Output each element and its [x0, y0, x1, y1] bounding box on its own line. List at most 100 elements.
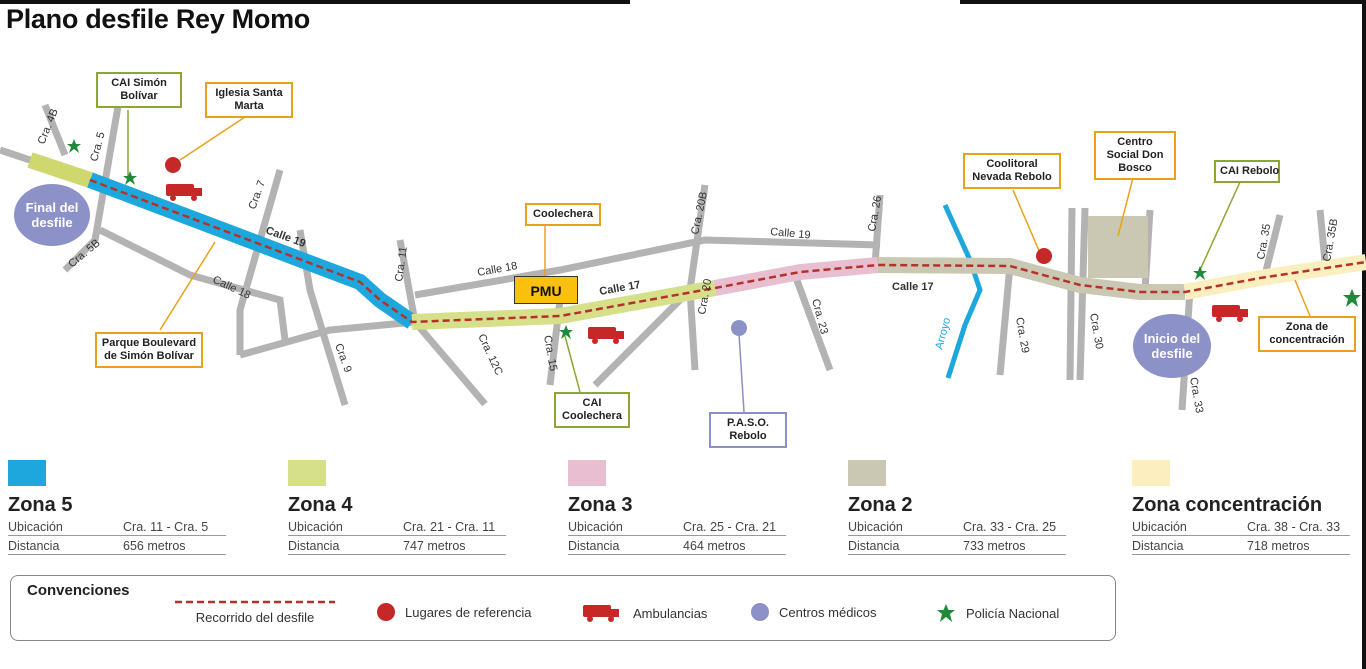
zone-swatch	[288, 460, 326, 486]
conventions-title: Convenciones	[27, 582, 130, 599]
zone-location-row: Ubicación Cra. 21 - Cra. 11	[288, 520, 506, 536]
red-dot-icon	[377, 603, 395, 621]
police-star-icon	[559, 325, 573, 339]
zone-location-value: Cra. 25 - Cra. 21	[683, 520, 777, 534]
callout-paso-rebolo: P.A.S.O. Rebolo	[709, 412, 787, 448]
zone-distance-value: 733 metros	[963, 539, 1026, 553]
callout-iglesia-santa-marta: Iglesia Santa Marta	[205, 82, 293, 118]
zone-swatch	[1132, 460, 1170, 486]
ambulance-icon	[588, 327, 624, 344]
zone-location-value: Cra. 11 - Cra. 5	[123, 520, 209, 534]
reference-dot-iglesia	[165, 157, 181, 173]
zone-location-value: Cra. 21 - Cra. 11	[403, 520, 496, 534]
callout-parque-boulevard: Parque Boulevard de Simón Bolívar	[95, 332, 203, 368]
zone-name: Zona 2	[848, 494, 913, 516]
street-label: Cra. 5	[88, 131, 107, 163]
legend-ambulance: Ambulancias	[583, 603, 707, 623]
callout-coolitoral: Coolitoral Nevada Rebolo	[963, 153, 1061, 189]
callout-cai-coolechera: CAI Coolechera	[554, 392, 630, 428]
police-star-icon	[123, 171, 137, 185]
legend-reference: Lugares de referencia	[377, 603, 531, 621]
police-star-icon	[937, 604, 955, 622]
police-star-icon	[1343, 289, 1361, 307]
end-label: Final del desfile	[25, 200, 79, 230]
street-label: Cra. 7	[247, 179, 269, 211]
street-label: Calle 17	[892, 281, 934, 293]
zone-name: Zona 4	[288, 494, 353, 516]
ambulance-icons	[166, 184, 1248, 344]
callout-zona-concentracion: Zona de concentración	[1258, 316, 1356, 352]
conventions-box: Convenciones Recorrido del desfile Lugar…	[10, 575, 1116, 641]
street-label: Cra. 20B	[689, 191, 710, 236]
legend-route: Recorrido del desfile	[175, 598, 335, 625]
street-label: Cra. 33	[1187, 376, 1205, 414]
zone-name: Zona concentración	[1132, 494, 1323, 516]
zone-location-value: Cra. 33 - Cra. 25	[963, 520, 1057, 534]
zone-location-row: Ubicación Cra. 25 - Cra. 21	[568, 520, 786, 536]
leader-lines	[127, 110, 1311, 413]
zone-name: Zona 5	[8, 494, 73, 516]
zone-distance-label: Distancia	[1132, 539, 1184, 553]
zone-location-label: Ubicación	[1132, 520, 1187, 534]
zone-distance-row: Distancia 733 metros	[848, 539, 1066, 555]
police-star-icon	[67, 139, 81, 153]
medical-dot-paso	[731, 320, 747, 336]
callout-cai-rebolo: CAI Rebolo	[1214, 160, 1280, 183]
zone-distance-row: Distancia 464 metros	[568, 539, 786, 555]
callout-cai-simon-bolivar: CAI Simón Bolívar	[96, 72, 182, 108]
zone-location-label: Ubicación	[568, 520, 623, 534]
zone-distance-label: Distancia	[568, 539, 620, 553]
street-label: Cra. 11	[393, 246, 410, 283]
zone-3-legend: Zona 3 Ubicación Cra. 25 - Cra. 21 Distan…	[568, 460, 818, 555]
legend-police-label: Policía Nacional	[966, 605, 1060, 621]
zone-4-legend: Zona 4 Ubicación Cra. 21 - Cra. 11 Distan…	[288, 460, 538, 555]
ambulance-icon	[166, 184, 202, 201]
centro-social-building	[1088, 216, 1148, 278]
street-label: Cra. 12C	[475, 332, 505, 377]
legend-medical-label: Centros médicos	[779, 604, 877, 620]
arroyo-stream	[942, 203, 983, 379]
legend-medical: Centros médicos	[751, 603, 877, 621]
callout-centro-social: Centro Social Don Bosco	[1094, 131, 1176, 180]
zone-distance-label: Distancia	[8, 539, 60, 553]
zone-swatch	[8, 460, 46, 486]
legend-police: Policía Nacional	[936, 603, 1059, 623]
zone-location-value: Cra. 38 - Cra. 33	[1247, 520, 1341, 534]
zone-location-row: Ubicación Cra. 38 - Cra. 33	[1132, 520, 1350, 536]
zone-name: Zona 3	[568, 494, 633, 516]
zone-location-label: Ubicación	[288, 520, 343, 534]
reference-dot-coolitoral	[1036, 248, 1052, 264]
police-star-icon	[1193, 266, 1207, 280]
street-label: Arroyo	[933, 316, 953, 350]
street-label: Calle 19	[770, 226, 811, 241]
top-border	[0, 0, 1366, 4]
zone-distance-row: Distancia 747 metros	[288, 539, 506, 555]
legend-reference-label: Lugares de referencia	[405, 604, 532, 620]
zone-swatch	[568, 460, 606, 486]
legend-route-label: Recorrido del desfile	[195, 610, 315, 625]
ambulance-icon	[583, 605, 619, 622]
callout-coolechera: Coolechera	[525, 203, 601, 226]
pmu-badge: PMU	[514, 276, 578, 304]
zone-distance-row: Distancia 656 metros	[8, 539, 226, 555]
street-label: Cra. 5B	[66, 237, 102, 270]
map-title: Plano desfile Rey Momo	[6, 4, 310, 34]
dashed-route-icon	[175, 600, 335, 604]
end-of-parade-marker: Final del desfile	[14, 184, 90, 246]
blue-dot-icon	[751, 603, 769, 621]
right-border	[1362, 0, 1366, 669]
zone-distance-value: 656 metros	[123, 539, 186, 553]
zone-distance-label: Distancia	[288, 539, 340, 553]
zone-swatch	[848, 460, 886, 486]
zone-distance-label: Distancia	[848, 539, 900, 553]
zone-concentracion-legend: Zona concentración Ubicación Cra. 38 - Cr…	[1132, 460, 1366, 555]
police-stars	[67, 139, 1361, 339]
zone-distance-value: 464 metros	[683, 539, 746, 553]
zone-distance-value: 747 metros	[403, 539, 466, 553]
